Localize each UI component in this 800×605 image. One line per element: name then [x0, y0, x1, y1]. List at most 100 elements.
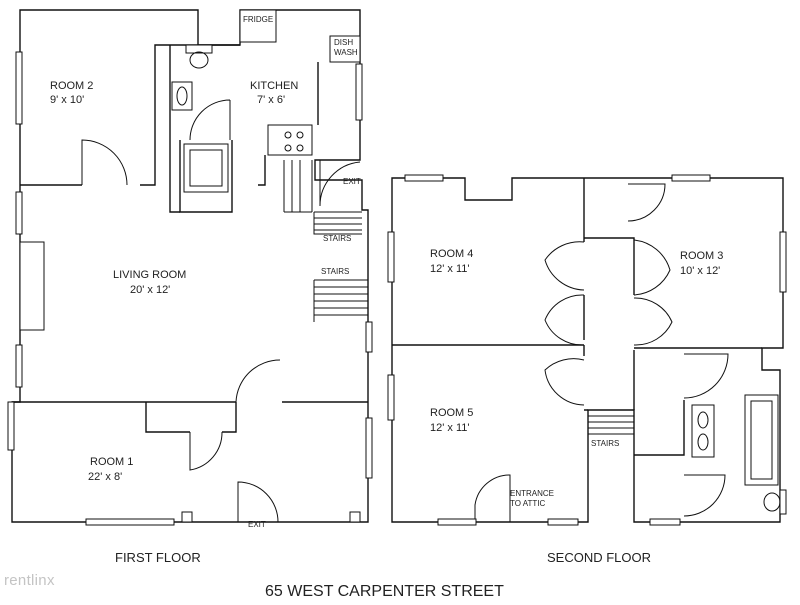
- bath-sink: [171, 81, 193, 111]
- second-floor-outer-wall: [391, 177, 784, 523]
- dish-label-1: DISH: [334, 38, 353, 47]
- window: [15, 51, 23, 125]
- kitchen-size: 7' x 6': [257, 94, 285, 106]
- stairs-label-3: STAIRS: [591, 439, 619, 448]
- bathroom-inner-wall: [179, 140, 233, 213]
- bathtub-inner: [189, 149, 223, 187]
- attic-label-1: ENTRANCE: [510, 489, 554, 498]
- bath-2-inner-wall: [634, 400, 685, 456]
- bath-2-toilet-tank: [779, 489, 787, 515]
- bath-2-door-lower: [683, 474, 726, 517]
- attic-label-2: TO ATTIC: [510, 499, 545, 508]
- window: [15, 191, 23, 235]
- window: [404, 174, 444, 182]
- toilet-bowl: [189, 51, 209, 69]
- window: [181, 511, 193, 523]
- room-2-walls: [20, 44, 170, 186]
- stairs-label-1: STAIRS: [323, 234, 351, 243]
- first-floor-plan: [7, 9, 373, 526]
- room-3-name: ROOM 3: [680, 250, 723, 262]
- fireplace: [19, 241, 45, 331]
- bath-2-tub-inner: [750, 400, 773, 480]
- exit-door-bottom: [237, 481, 279, 523]
- window: [365, 321, 373, 353]
- captions: FIRST FLOOR SECOND FLOOR 65 WEST CARPENT…: [115, 550, 651, 600]
- room-3-lower-door: [633, 297, 673, 346]
- room-2-size: 9' x 10': [50, 94, 84, 106]
- bath-2-door: [683, 353, 729, 399]
- room-1-size: 22' x 8': [88, 471, 122, 483]
- hall-walls: [583, 345, 635, 411]
- dishwasher-box: [329, 35, 361, 63]
- bath-2-sink: [691, 404, 715, 458]
- window: [437, 518, 477, 526]
- second-floor-stairs: [588, 409, 634, 435]
- room-4-size: 12' x 11': [430, 263, 469, 275]
- window: [649, 518, 681, 526]
- dish-label-2: WASH: [334, 48, 358, 57]
- room-3-top-door: [627, 183, 666, 222]
- window: [779, 231, 787, 293]
- room-2-door: [81, 139, 128, 186]
- kitchen-name: KITCHEN: [250, 80, 298, 92]
- second-floor-labels: ROOM 4 12' x 11' ROOM 3 10' x 12' ROOM 5…: [430, 248, 723, 508]
- living-room-size: 20' x 12': [130, 284, 170, 296]
- room-5-door: [544, 358, 585, 406]
- room-4-name: ROOM 4: [430, 248, 473, 260]
- stairs-label-2: STAIRS: [321, 267, 349, 276]
- room-1-name: ROOM 1: [90, 456, 133, 468]
- fridge-box: [239, 9, 277, 43]
- toilet-tank: [185, 44, 213, 54]
- window: [7, 401, 15, 451]
- window: [547, 518, 579, 526]
- window: [15, 344, 23, 388]
- room-4-door: [544, 241, 585, 291]
- bath-2-basin: [697, 433, 709, 451]
- first-floor-labels: ROOM 2 9' x 10' KITCHEN 7' x 6' LIVING R…: [50, 15, 361, 529]
- bathroom-door: [189, 99, 231, 141]
- room-4-walls: [392, 178, 585, 346]
- room-2-name: ROOM 2: [50, 80, 93, 92]
- room-3-size: 10' x 12': [680, 265, 720, 277]
- window: [671, 174, 711, 182]
- room-1-inner-door: [189, 431, 223, 471]
- window: [387, 374, 395, 421]
- kitchen-stair-block: [283, 160, 313, 213]
- room-3-walls: [584, 237, 762, 349]
- room-5-size: 12' x 11': [430, 422, 469, 434]
- fridge-label: FRIDGE: [243, 15, 273, 24]
- bath-2-toilet: [763, 492, 781, 512]
- bath-2-basin: [697, 411, 709, 429]
- window: [355, 63, 363, 121]
- exit-door-top: [319, 160, 361, 207]
- kitchen-wall: [258, 62, 319, 186]
- room-3-door: [633, 239, 671, 296]
- stove-burner: [284, 131, 292, 139]
- room-1-walls: [12, 401, 368, 433]
- stairs-lower: [313, 279, 368, 322]
- window: [349, 511, 361, 523]
- stove-burner: [284, 144, 292, 152]
- second-floor-plan: [387, 174, 787, 526]
- exit-label-top: EXIT: [343, 177, 361, 186]
- attic-door: [474, 474, 511, 522]
- bathtub: [183, 143, 229, 193]
- window: [387, 231, 395, 283]
- living-room-name: LIVING ROOM: [113, 269, 186, 281]
- room-5-name: ROOM 5: [430, 407, 473, 419]
- bath-sink-basin: [176, 86, 188, 106]
- stairs-upper: [313, 211, 362, 235]
- stove-burner: [296, 131, 304, 139]
- stove-burner: [296, 144, 304, 152]
- exit-label-bottom: EXIT: [248, 520, 266, 529]
- rentlinx-watermark: rentlinx: [4, 572, 55, 589]
- room-4-lower-door: [544, 294, 585, 346]
- second-floor-caption: SECOND FLOOR: [547, 550, 651, 565]
- window: [85, 518, 175, 526]
- address-title: 65 WEST CARPENTER STREET: [265, 583, 504, 600]
- first-floor-caption: FIRST FLOOR: [115, 550, 201, 565]
- bath-2-tub: [744, 394, 779, 486]
- room-1-door: [235, 359, 281, 403]
- window: [365, 417, 373, 479]
